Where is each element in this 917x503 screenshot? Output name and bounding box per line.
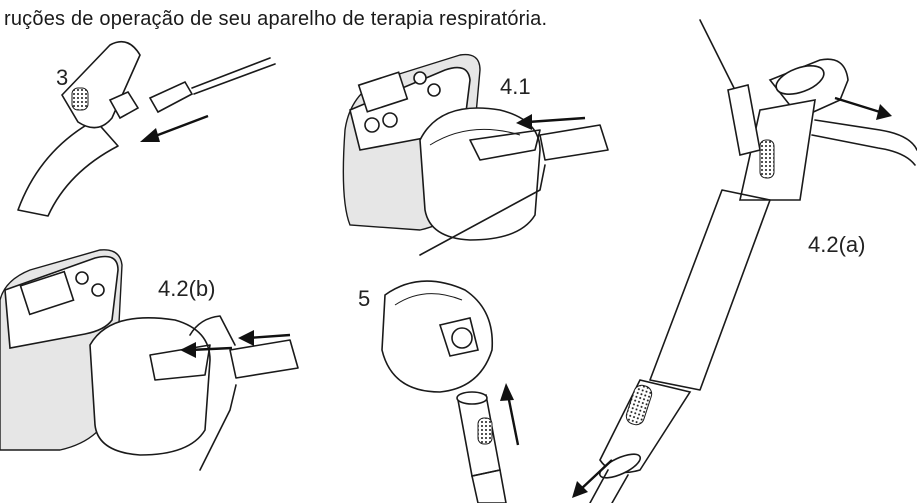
step-label-4-2a: 4.2(a) bbox=[808, 232, 866, 257]
step-label-4-1: 4.1 bbox=[500, 74, 531, 99]
step-label-4-2b: 4.2(b) bbox=[158, 276, 216, 301]
panel-step-4-2a bbox=[572, 19, 917, 503]
step-label-3: 3 bbox=[56, 65, 69, 90]
panel-step-3 bbox=[17, 40, 276, 217]
step-label-5: 5 bbox=[358, 286, 371, 311]
panel-step-4-2b bbox=[0, 249, 299, 471]
instruction-text: ruções de operação de seu aparelho de te… bbox=[4, 8, 548, 30]
panel-step-4-1 bbox=[342, 53, 609, 256]
panel-step-5 bbox=[381, 280, 520, 503]
